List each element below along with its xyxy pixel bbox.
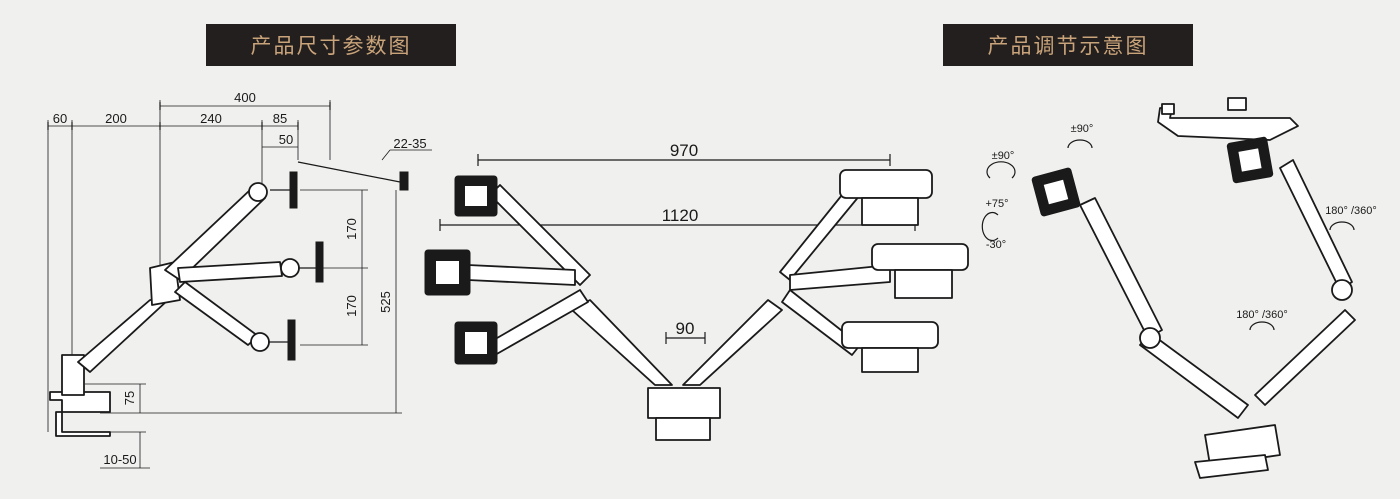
- front-view-drawing: 970 1120 90: [424, 141, 969, 441]
- vesa-plate-left-top: [454, 175, 498, 217]
- dim-200: 200: [105, 111, 127, 126]
- dim-970: 970: [670, 141, 698, 160]
- label-rotation-upper: 180° /360°: [1325, 205, 1377, 217]
- dim-75: 75: [122, 391, 137, 405]
- dim-1120: 1120: [662, 206, 699, 225]
- label-rotation-lower: 180° /360°: [1236, 309, 1288, 321]
- vesa-plate-left-bottom: [454, 321, 498, 365]
- rotation-arrow-upper-icon: [1329, 221, 1355, 231]
- dim-10-50: 10-50: [103, 452, 136, 467]
- dim-60: 60: [53, 111, 67, 126]
- dim-22-35: 22-35: [393, 136, 426, 151]
- dim-170-lower: 170: [344, 295, 359, 317]
- dim-400: 400: [234, 90, 256, 105]
- bracket-right-top: [839, 169, 933, 226]
- label-tilt-pm90: ±90°: [992, 150, 1015, 162]
- vesa-plate-left-mid: [424, 249, 471, 296]
- bracket-right-bottom: [841, 321, 939, 373]
- dim-525: 525: [378, 291, 393, 313]
- adjustment-drawing: ±90° ±90° +75° -30° 180° /360° 180° /360…: [981, 97, 1377, 479]
- label-tilt-down: -30°: [986, 239, 1006, 251]
- adjustment-title-text: 产品调节示意图: [987, 34, 1149, 58]
- dimensions-title: 产品尺寸参数图: [206, 24, 456, 66]
- swivel-arrow-icon: [1067, 139, 1093, 149]
- dimensions-title-text: 产品尺寸参数图: [250, 34, 412, 58]
- dimensions-drawing: 400 60 200 240 85 50 22-35 170 170 525 7…: [47, 90, 432, 469]
- dim-90: 90: [676, 319, 695, 338]
- tilt-range-arrow-icon: [981, 211, 999, 242]
- label-tilt-up: +75°: [985, 198, 1008, 210]
- dim-240: 240: [200, 111, 222, 126]
- adjustment-title: 产品调节示意图: [943, 24, 1193, 66]
- tilt-arrow-icon: [986, 161, 1016, 179]
- label-swivel-pm90: ±90°: [1071, 123, 1094, 135]
- dim-50: 50: [279, 132, 293, 147]
- dim-85: 85: [273, 111, 287, 126]
- dim-170-upper: 170: [344, 218, 359, 240]
- rotation-arrow-lower-icon: [1249, 321, 1275, 331]
- bracket-right-mid: [871, 243, 969, 299]
